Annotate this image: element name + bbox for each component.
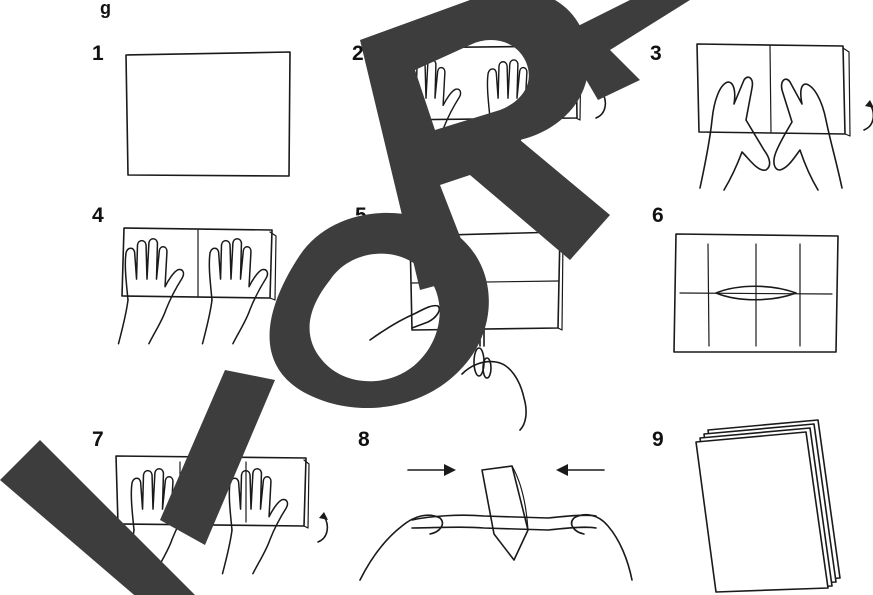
step-8: 8 xyxy=(358,428,633,581)
curved-arrow-icon xyxy=(863,99,873,131)
arrow-right-icon xyxy=(407,464,456,476)
step-number: 6 xyxy=(652,204,664,227)
step-6: 6 xyxy=(652,204,839,353)
step-4: 4 xyxy=(92,204,301,345)
step-number: 4 xyxy=(92,204,104,227)
step-number: 2 xyxy=(352,42,364,65)
hand-icon xyxy=(773,78,843,191)
step-number: 8 xyxy=(358,428,370,451)
hand-icon xyxy=(369,304,441,341)
hand-icon xyxy=(461,360,527,431)
folding-paper xyxy=(481,465,529,561)
step-number: 7 xyxy=(92,428,104,451)
slit xyxy=(715,285,797,301)
booklet-icon xyxy=(695,419,841,593)
step-3: 3 xyxy=(650,42,873,191)
arrow-left-icon xyxy=(556,464,605,476)
paper-sheet xyxy=(125,51,291,177)
curved-arrow-icon xyxy=(317,511,329,543)
step-1: 1 xyxy=(92,42,291,177)
folded-paper xyxy=(121,227,273,299)
header-text: g xyxy=(100,0,111,18)
hand-icon xyxy=(570,513,633,581)
step-9: 9 xyxy=(652,419,841,593)
step-number: 1 xyxy=(92,42,104,65)
step-number: 9 xyxy=(652,428,664,451)
hand-icon xyxy=(359,514,444,581)
step-number: 3 xyxy=(650,42,662,65)
watermark xyxy=(0,0,690,595)
hand-icon xyxy=(699,76,771,191)
